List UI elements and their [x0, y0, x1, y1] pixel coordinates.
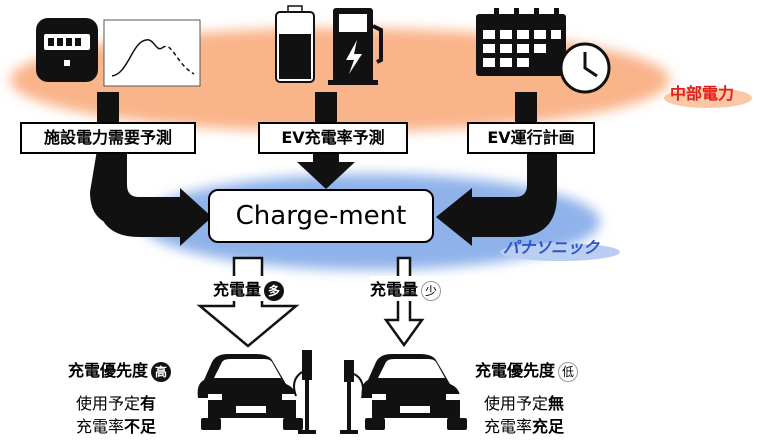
- middle-input-arrow: [297, 150, 355, 189]
- charging-station-icon: [293, 350, 316, 434]
- left-input-arrow-head: [180, 188, 212, 246]
- left-charge-amount: 充電量多: [213, 276, 285, 301]
- clock-icon: [559, 42, 611, 94]
- right-priority-badge: 低: [558, 361, 579, 382]
- right-rate-prefix: 充電率: [484, 417, 533, 436]
- stems: [97, 92, 537, 122]
- input-label-demand-forecast: 施設電力需要予測: [20, 122, 196, 154]
- right-usage-line: 使用予定無: [484, 390, 564, 414]
- right-usage-value: 無: [548, 394, 565, 413]
- left-input-arrow-body: [97, 150, 182, 237]
- left-rate-line: 充電率不足: [76, 413, 156, 437]
- charge-ment-box: Charge-ment: [208, 189, 434, 243]
- small-charge-arrow: [383, 256, 425, 348]
- output-arrows: [196, 256, 425, 348]
- calendar-icon: [476, 8, 566, 76]
- right-input-arrow-head: [436, 188, 472, 246]
- left-rate-prefix: 充電率: [76, 417, 125, 436]
- input-arrows: [90, 150, 557, 246]
- left-priority: 充電優先度高: [68, 357, 172, 382]
- left-usage-value: 有: [140, 394, 157, 413]
- large-charge-arrow: [196, 256, 300, 348]
- right-charge-badge: 少: [421, 280, 442, 301]
- left-charge-badge: 多: [264, 280, 285, 301]
- right-usage-prefix: 使用予定: [484, 394, 549, 413]
- right-rate-value: 充足: [532, 417, 565, 436]
- right-rate-line: 充電率充足: [484, 413, 564, 437]
- input-label-ev-schedule: EV運行計画: [467, 122, 595, 154]
- car-icon: [361, 354, 467, 430]
- right-priority-label: 充電優先度: [475, 361, 556, 380]
- ev-charger-icon: [328, 8, 383, 85]
- charging-station-icon: [340, 360, 364, 434]
- demand-curve-icon: [103, 19, 201, 87]
- left-priority-label: 充電優先度: [68, 361, 149, 380]
- car-icon: [197, 354, 303, 430]
- right-charge-amount: 充電量少: [370, 276, 442, 301]
- chubu-label-ellipse: [664, 88, 752, 108]
- chubu-electric-label: 中部電力: [670, 84, 735, 103]
- left-priority-badge: 高: [151, 361, 172, 382]
- panasonic-label-ellipse: [500, 243, 620, 261]
- input-label-ev-charge-forecast: EV充電率予測: [258, 122, 408, 154]
- power-meter-icon: [36, 18, 98, 82]
- left-usage-line: 使用予定有: [76, 390, 156, 414]
- right-input-arrow-body: [470, 150, 557, 237]
- left-usage-prefix: 使用予定: [76, 394, 141, 413]
- right-charge-label: 充電量: [370, 280, 419, 299]
- panasonic-label: パナソニック: [503, 238, 600, 257]
- left-charge-label: 充電量: [213, 280, 262, 299]
- battery-icon: [275, 5, 315, 83]
- left-rate-value: 不足: [124, 417, 157, 436]
- right-priority: 充電優先度低: [475, 357, 579, 382]
